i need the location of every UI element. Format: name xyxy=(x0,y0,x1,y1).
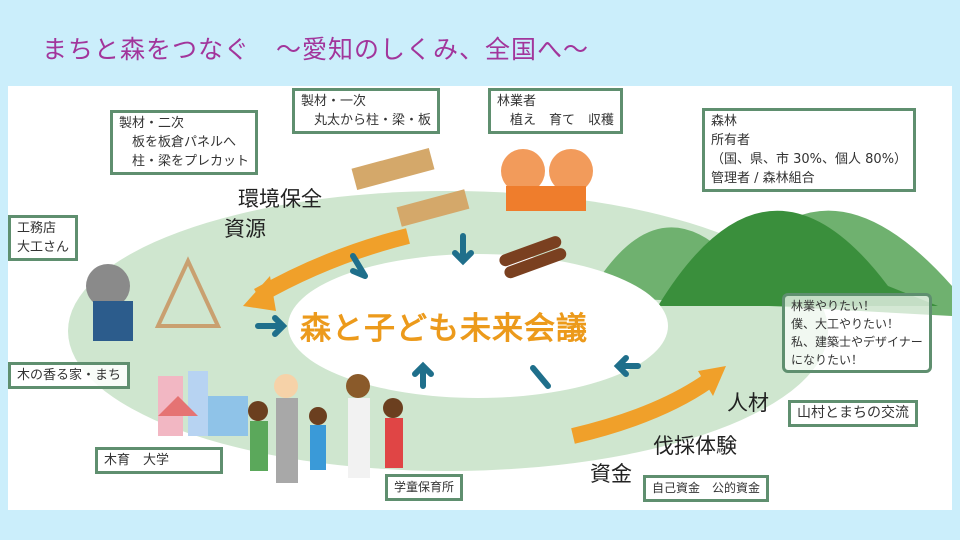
box-sawmill-secondary: 製材・二次 板を板倉パネルへ 柱・梁をプレカット xyxy=(110,110,259,175)
box-forest: 森林 所有者 （国、県、市 30%、個人 80%） 管理者 / 森林組合 xyxy=(702,108,917,192)
label-human-resources: 人材 xyxy=(727,391,769,415)
logs-icon xyxy=(499,236,567,279)
box-foresters: 林業者 植え 育て 収穫 xyxy=(488,88,624,134)
arrowhead-right xyxy=(698,366,726,396)
cycle-illustration xyxy=(68,148,952,483)
family-illustration xyxy=(248,374,403,483)
box-funds-detail: 自己資金 公的資金 xyxy=(643,475,770,502)
slide-title: まちと森をつなぐ ～愛知のしくみ、全国へ～ xyxy=(42,35,590,64)
arrowhead-left xyxy=(243,276,276,311)
foresters-illustration xyxy=(501,149,593,211)
orange-arrow-right xyxy=(571,374,713,444)
label-logging-experience: 伐採体験 xyxy=(653,434,737,458)
center-label: 森と子ども未来会議 xyxy=(300,311,588,347)
box-builder: 工務店 大工さん xyxy=(8,215,79,261)
label-environment: 環境保全 xyxy=(238,187,322,211)
speech-bubble: 林業やりたい！ 僕、大工やりたい！ 私、建築士やデザイナー になりたい！ xyxy=(782,293,932,373)
town-illustration xyxy=(158,371,248,436)
label-funds: 資金 xyxy=(590,462,632,486)
teal-arrows xyxy=(255,233,641,389)
orange-arrow-left xyxy=(254,228,410,303)
lumber-icon xyxy=(351,148,435,190)
box-sawmill-primary: 製材・一次 丸太から柱・梁・板 xyxy=(292,88,441,134)
label-resources: 資源 xyxy=(224,217,266,241)
box-education: 木育 大学 xyxy=(95,447,223,474)
box-childcare: 学童保育所 xyxy=(385,474,464,501)
mountain xyxy=(658,210,938,306)
box-wood-house: 木の香る家・まち xyxy=(8,362,131,389)
center-ellipse xyxy=(288,254,668,398)
builder-illustration xyxy=(86,256,222,341)
board-icon xyxy=(396,189,470,227)
box-exchange: 山村とまちの交流 xyxy=(788,400,918,427)
